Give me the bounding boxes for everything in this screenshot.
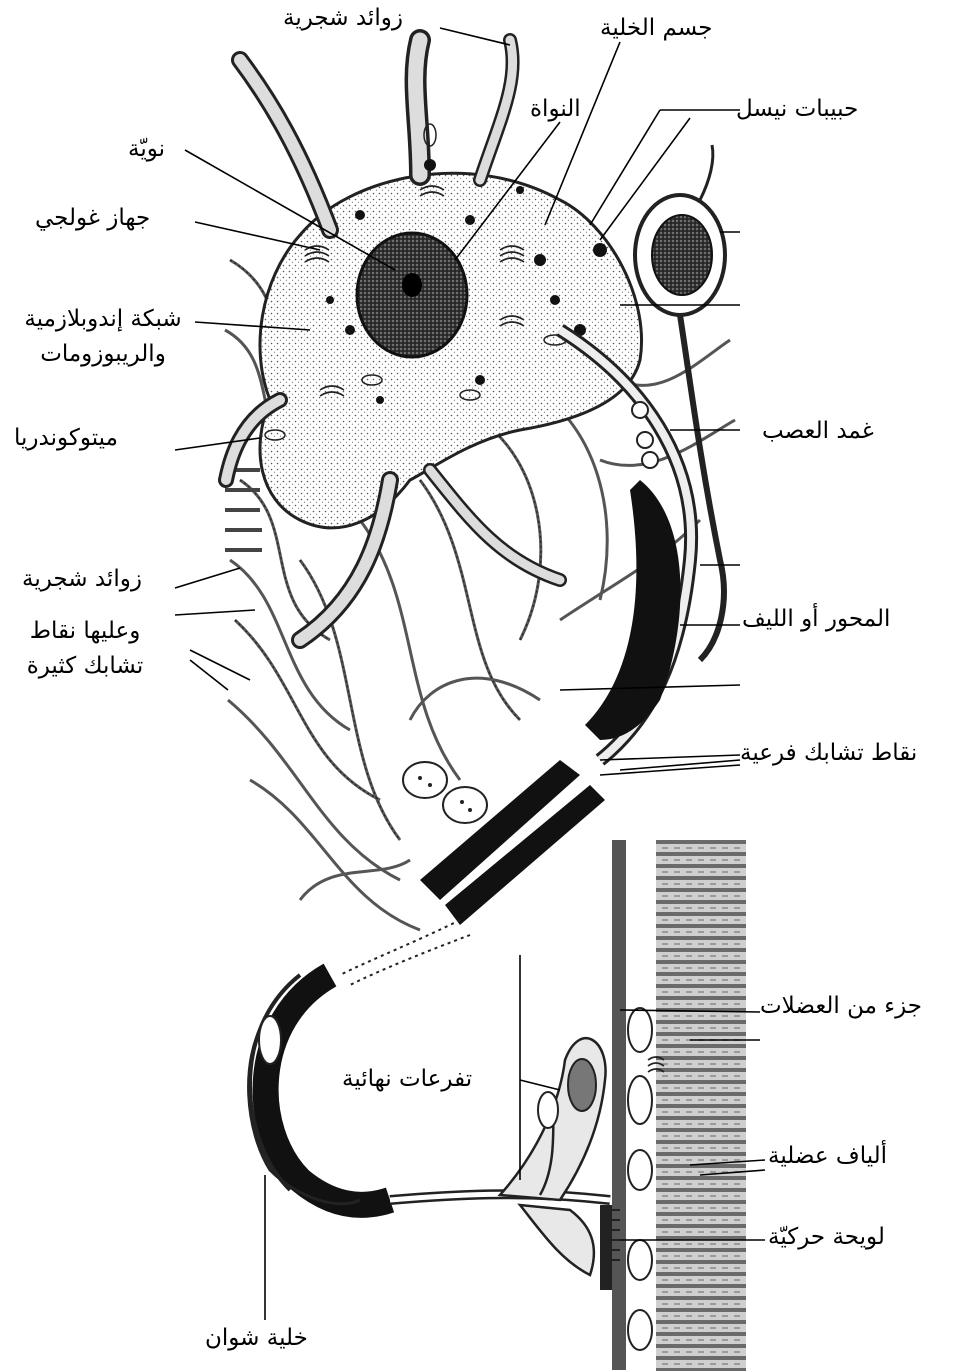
label-cell-body: جسم الخلية	[600, 15, 712, 42]
label-synapses-many: وعليها نقاط تشابك كثيرة	[10, 618, 160, 680]
label-nucleolus: نويّة	[128, 136, 165, 163]
label-synapses-line2: تشابك كثيرة	[10, 653, 160, 680]
label-branch-synapses: نقاط تشابك فرعية	[740, 740, 917, 767]
label-muscle-fibers: ألياف عضلية	[768, 1143, 887, 1170]
label-muscle-part: جزء من العضلات	[760, 993, 922, 1020]
label-golgi: جهاز غولجي	[35, 205, 150, 232]
label-er-line2: والريبوزومات	[8, 341, 198, 368]
label-terminal-branches: تفرعات نهائية	[342, 1066, 472, 1093]
motor-end-plate	[600, 1205, 612, 1290]
nucleolus-shape	[402, 273, 422, 297]
label-dendrites-top: زوائد شجرية	[283, 5, 403, 32]
label-schwann-cell: خلية شوان	[205, 1325, 308, 1352]
label-endoplasmic-reticulum: شبكة إندوبلازمية والريبوزومات	[8, 306, 198, 368]
label-nucleus: النواة	[530, 96, 581, 123]
label-motor-plate: لويحة حركيّة	[768, 1224, 885, 1251]
label-axon: المحور أو الليف	[742, 606, 890, 633]
label-synapses-line1: وعليها نقاط	[10, 618, 160, 645]
label-er-line1: شبكة إندوبلازمية	[8, 306, 198, 333]
label-nerve-sheath: غمد العصب	[762, 418, 874, 445]
label-mitochondria: ميتوكوندريا	[14, 425, 118, 452]
label-nissl: حبيبات نيسل	[736, 96, 858, 123]
label-dendrites-left: زوائد شجرية	[22, 566, 142, 593]
